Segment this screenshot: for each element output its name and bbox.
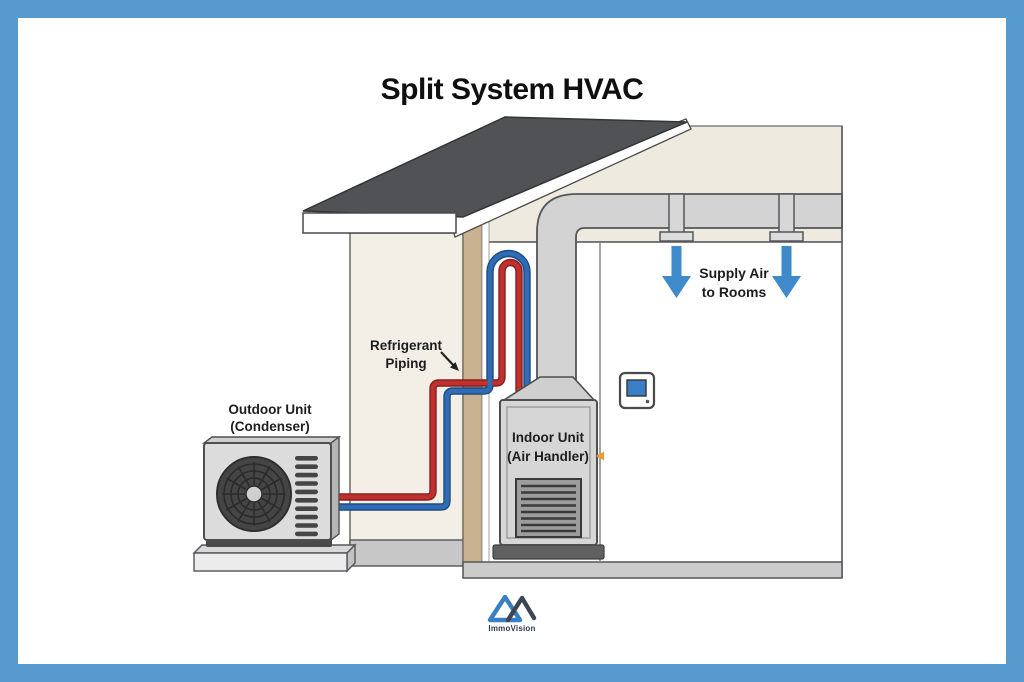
thermostat-button: [645, 399, 650, 404]
ceiling-register: [659, 231, 694, 242]
refrigerant-label-line1: Refrigerant: [370, 338, 443, 353]
louver-vents: [295, 456, 318, 537]
pad-front: [193, 552, 348, 572]
fascia-board: [302, 212, 457, 234]
logo-text: ImmoVision: [488, 624, 535, 633]
hot-pipe: [330, 260, 522, 500]
indoor-unit-label-line2: (Air Handler): [507, 449, 589, 464]
brand-logo: ImmoVision: [487, 594, 537, 633]
indoor-unit-base: [492, 544, 605, 560]
register-drop-duct: [778, 193, 795, 234]
annotation-arrow-icon: [440, 351, 459, 371]
thermostat: [618, 371, 656, 410]
supply-air-label-line2: to Rooms: [702, 284, 767, 300]
wall-base: [349, 539, 464, 567]
fan-icon: [216, 456, 292, 532]
ceiling-register: [769, 231, 804, 242]
outdoor-unit-label-line1: Outdoor Unit: [228, 402, 312, 417]
supply-arrow-down-icon: [662, 246, 691, 298]
floor-slab: [462, 561, 843, 579]
refrigerant-pipes: [329, 249, 531, 511]
supply-duct: [536, 193, 843, 381]
orange-marker-icon: [596, 451, 604, 461]
page-title: Split System HVAC: [381, 73, 644, 106]
logo-mountain-blue-icon: [487, 594, 523, 623]
indoor-unit-label-line1: Indoor Unit: [512, 430, 584, 445]
indoor-unit-grill: [515, 478, 582, 538]
indoor-unit: Indoor Unit (Air Handler): [492, 376, 605, 560]
supply-air-label-line1: Supply Air: [699, 265, 769, 281]
exterior-wall: [349, 232, 464, 544]
outdoor-unit-label-line2: (Condenser): [230, 419, 310, 434]
outdoor-unit: Outdoor Unit (Condenser): [192, 402, 357, 573]
refrigerant-label-line2: Piping: [385, 356, 426, 371]
supply-arrow-down-icon: [772, 246, 801, 298]
cabinet-side: [330, 435, 340, 542]
cold-pipe: [330, 251, 530, 510]
thermostat-screen: [626, 379, 647, 397]
register-drop-duct: [668, 193, 685, 234]
logo-mountain-dark-icon: [505, 595, 537, 623]
